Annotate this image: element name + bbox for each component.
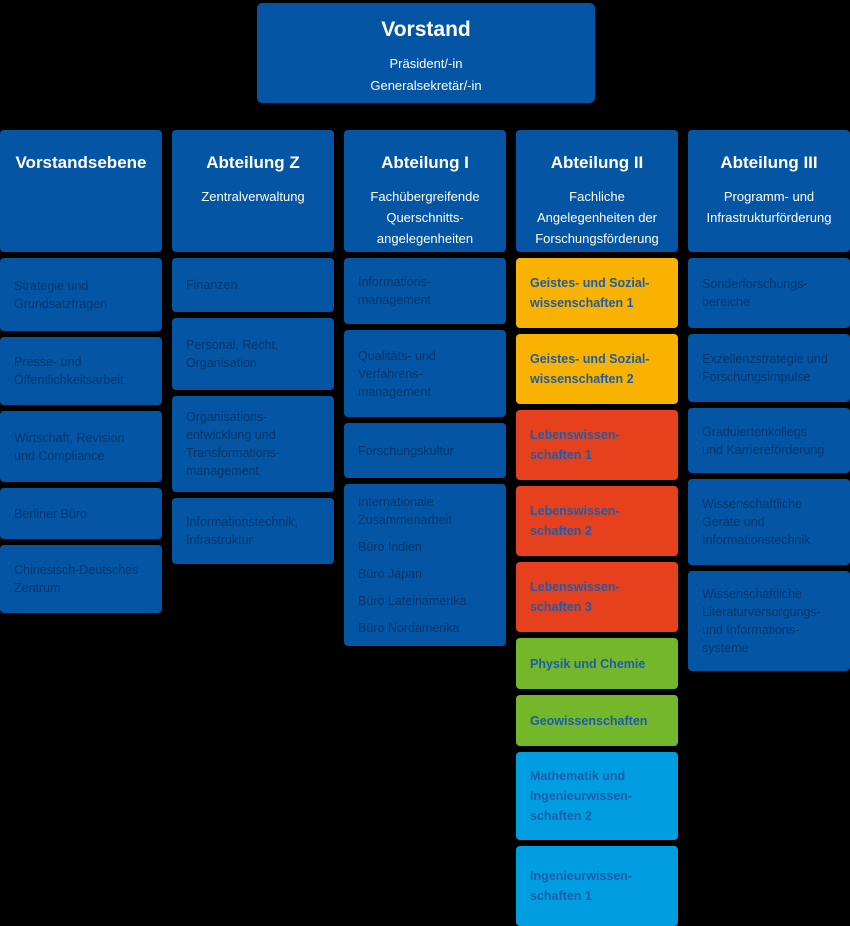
box-forschungskultur[interactable]: Forschungskultur — [344, 423, 506, 478]
box-label: Wissenschaftliche Literaturversorgungs- … — [702, 587, 821, 655]
box-label: Mathematik und Ingenieurwissen- schaften… — [530, 769, 633, 823]
box-informationstechnik-infrastruktur[interactable]: Informationstechnik, Infrastruktur — [172, 498, 334, 564]
box-label: Internationale Zusammenarbeit — [358, 495, 452, 527]
box-personal-recht-organisation[interactable]: Personal, Recht, Organisation — [172, 318, 334, 390]
box-label: Wirtschaft, Revision und Compliance — [14, 430, 125, 463]
header-abteilung-2[interactable]: Abteilung II Fachliche Angelegenheiten d… — [516, 130, 678, 252]
box-qualitaets-und-verfahrensmanagement[interactable]: Qualitäts- und Verfahrens- management — [344, 330, 506, 417]
box-sublabel-buero-lateinamerika: Büro Lateinamerika — [358, 594, 467, 608]
header-abteilung-1-title: Abteilung I — [381, 153, 469, 172]
header-abteilung-3-subtitle: Programm- und Infrastrukturförderung — [706, 189, 832, 226]
box-label: Organisations- entwicklung und Transform… — [186, 410, 281, 478]
box-sonderforschungsbereiche[interactable]: Sonderforschungs- bereiche — [688, 258, 850, 328]
box-wissenschaftliche-geraete-und-informationstechnik[interactable]: Wissenschaftliche Geräte und Information… — [688, 479, 850, 565]
box-geistes-und-sozialwissenschaften-2[interactable]: Geistes- und Sozial- wissenschaften 2 — [516, 334, 678, 404]
box-label: Lebenswissen- schaften 1 — [530, 428, 620, 462]
box-sublabel-buero-nordamerika: Büro Nordamerika — [358, 621, 460, 635]
header-abteilung-3[interactable]: Abteilung III Programm- und Infrastruktu… — [688, 130, 850, 252]
box-label: Graduiertenkollegs und Karriereförderung — [702, 424, 825, 457]
box-label: Qualitäts- und Verfahrens- management — [358, 348, 436, 399]
box-label: Exzellenzstrategie und Forschungsimpulse — [702, 352, 828, 384]
box-organisationsentwicklung-transformationsmanagement[interactable]: Organisations- entwicklung und Transform… — [172, 396, 334, 492]
box-strategie-und-grundsatzfragen[interactable]: Strategie und Grundsatzfragen — [0, 258, 162, 331]
box-label: Lebenswissen- schaften 3 — [530, 580, 620, 614]
box-label: Informationstechnik, Infrastruktur — [186, 515, 298, 547]
header-abteilung-2-subtitle: Fachliche Angelegenheiten der Forschungs… — [535, 189, 659, 247]
box-graduiertenkollegs-und-karrierefoerderung[interactable]: Graduiertenkollegs und Karriereförderung — [688, 408, 850, 473]
box-label: Berliner Büro — [14, 506, 87, 521]
box-berliner-buero[interactable]: Berliner Büro — [0, 488, 162, 539]
box-presse-und-oeffentlichkeitsarbeit[interactable]: Presse- und Öffentlichkeitsarbeit — [0, 337, 162, 405]
box-internationale-zusammenarbeit[interactable]: Internationale Zusammenarbeit Büro Indie… — [344, 484, 506, 646]
box-label: Geistes- und Sozial- wissenschaften 2 — [530, 352, 650, 386]
header-abteilung-z[interactable]: Abteilung Z Zentralverwaltung — [172, 130, 334, 252]
box-ingenieurwissenschaften-1[interactable]: Ingenieurwissen- schaften 1 — [516, 846, 678, 926]
box-label: Strategie und Grundsatzfragen — [14, 278, 108, 311]
box-label: Presse- und Öffentlichkeitsarbeit — [14, 355, 124, 387]
box-finanzen[interactable]: Finanzen — [172, 258, 334, 312]
vorstand-title: Vorstand — [381, 18, 471, 41]
vorstand-roles: Präsident/-in Generalsekretär/-in — [370, 56, 482, 94]
box-sublabel-buero-indien: Büro Indien — [358, 540, 422, 554]
vorstand-box[interactable]: Vorstand Präsident/-in Generalsekretär/-… — [257, 3, 595, 103]
box-informationsmanagement[interactable]: Informations- management — [344, 258, 506, 324]
header-abteilung-z-title: Abteilung Z — [206, 153, 300, 172]
box-label: Lebenswissen- schaften 2 — [530, 504, 620, 538]
box-sublabel-buero-japan: Büro Japan — [358, 567, 422, 581]
org-columns: Vorstandsebene Strategie und Grundsatzfr… — [0, 130, 850, 926]
box-chinesisch-deutsches-zentrum[interactable]: Chinesisch-Deutsches Zentrum — [0, 545, 162, 613]
box-wirtschaft-revision-compliance[interactable]: Wirtschaft, Revision und Compliance — [0, 411, 162, 482]
box-label: Sonderforschungs- bereiche — [702, 277, 808, 309]
header-abteilung-1[interactable]: Abteilung I Fachübergreifende Querschnit… — [344, 130, 506, 252]
header-abteilung-z-subtitle: Zentralverwaltung — [201, 189, 305, 204]
box-label: Finanzen — [186, 278, 238, 292]
header-abteilung-3-title: Abteilung III — [720, 153, 818, 172]
header-abteilung-1-subtitle: Fachübergreifende Querschnitts- angelege… — [370, 189, 480, 247]
header-vorstandsebene[interactable]: Vorstandsebene — [0, 130, 162, 252]
column-abteilung-2: Abteilung II Fachliche Angelegenheiten d… — [516, 130, 678, 926]
header-abteilung-2-title: Abteilung II — [550, 153, 644, 172]
box-label: Geistes- und Sozial- wissenschaften 1 — [530, 276, 650, 310]
box-label: Chinesisch-Deutsches Zentrum — [14, 563, 139, 595]
box-lebenswissenschaften-1[interactable]: Lebenswissen- schaften 1 — [516, 410, 678, 480]
column-abteilung-z: Abteilung Z Zentralverwaltung Finanzen P… — [172, 130, 334, 926]
box-label: Forschungskultur — [358, 443, 454, 458]
box-lebenswissenschaften-2[interactable]: Lebenswissen- schaften 2 — [516, 486, 678, 556]
column-vorstandsebene: Vorstandsebene Strategie und Grundsatzfr… — [0, 130, 162, 926]
box-label: Physik und Chemie — [530, 656, 646, 671]
box-wissenschaftliche-literaturversorgungs-und-informationssysteme[interactable]: Wissenschaftliche Literaturversorgungs- … — [688, 571, 850, 671]
box-lebenswissenschaften-3[interactable]: Lebenswissen- schaften 3 — [516, 562, 678, 632]
box-mathematik-und-ingenieurwissenschaften-2[interactable]: Mathematik und Ingenieurwissen- schaften… — [516, 752, 678, 840]
box-geowissenschaften[interactable]: Geowissenschaften — [516, 695, 678, 746]
box-physik-und-chemie[interactable]: Physik und Chemie — [516, 638, 678, 689]
column-abteilung-1: Abteilung I Fachübergreifende Querschnit… — [344, 130, 506, 926]
box-exzellenzstrategie-und-forschungsimpulse[interactable]: Exzellenzstrategie und Forschungsimpulse — [688, 334, 850, 402]
header-vorstandsebene-title: Vorstandsebene — [15, 153, 147, 172]
box-label: Ingenieurwissen- schaften 1 — [530, 869, 633, 903]
box-label: Wissenschaftliche Geräte und Information… — [702, 497, 811, 547]
box-label: Informations- management — [358, 275, 431, 307]
box-label: Geowissenschaften — [530, 713, 648, 728]
box-label: Personal, Recht, Organisation — [186, 338, 279, 370]
box-geistes-und-sozialwissenschaften-1[interactable]: Geistes- und Sozial- wissenschaften 1 — [516, 258, 678, 328]
column-abteilung-3: Abteilung III Programm- und Infrastruktu… — [688, 130, 850, 926]
